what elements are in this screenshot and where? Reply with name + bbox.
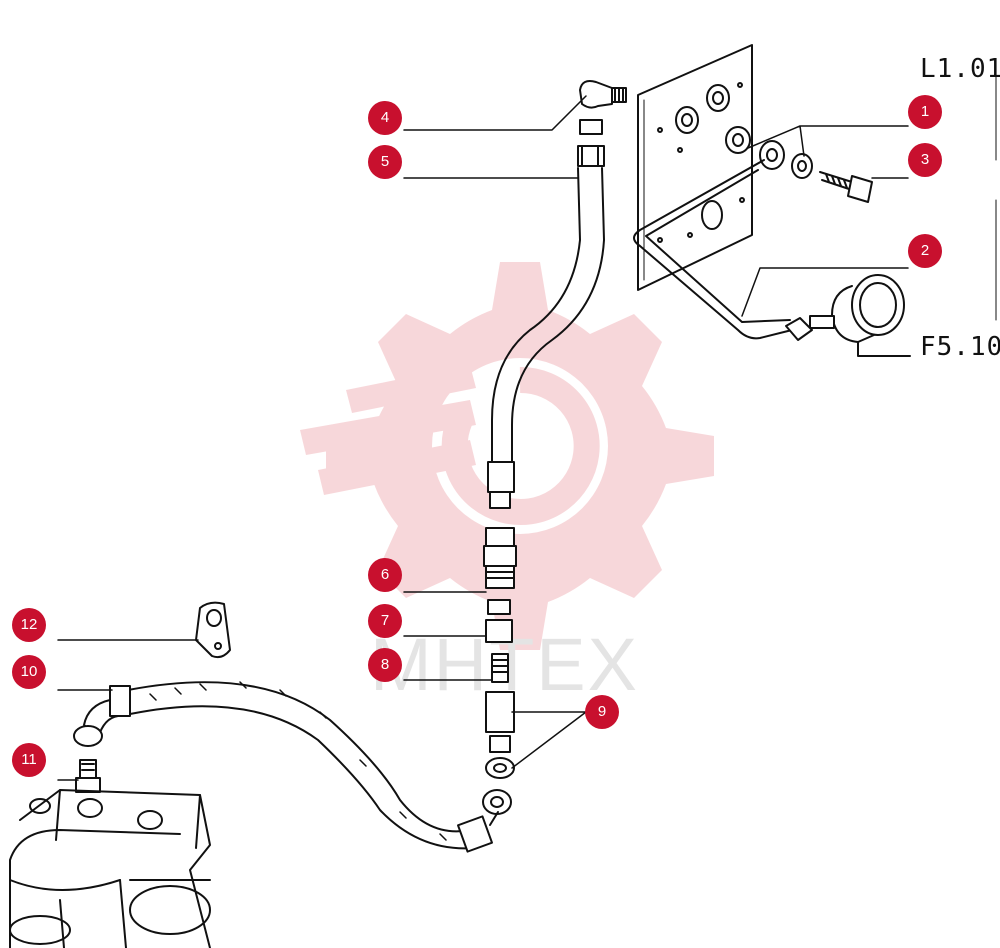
coupling-stack xyxy=(482,527,517,815)
rigid-pipe xyxy=(633,159,793,340)
pressure-gauge xyxy=(785,274,911,357)
callout-4[interactable]: 4 xyxy=(368,101,402,135)
filter-housing xyxy=(9,789,211,948)
flexible-hose-upper xyxy=(487,167,605,509)
callout-12[interactable]: 12 xyxy=(12,608,46,642)
mounting-plate xyxy=(637,44,753,291)
callout-11[interactable]: 11 xyxy=(12,743,46,777)
hose-clip xyxy=(195,601,231,659)
callout-5[interactable]: 5 xyxy=(368,145,402,179)
leader-lines xyxy=(57,95,909,781)
callout-9[interactable]: 9 xyxy=(585,695,619,729)
watermark-speed-lines xyxy=(300,365,476,495)
callout-2[interactable]: 2 xyxy=(908,234,942,268)
union-fitting xyxy=(75,759,101,793)
callout-6[interactable]: 6 xyxy=(368,558,402,592)
callout-3[interactable]: 3 xyxy=(908,143,942,177)
reference-code-top: L1.01 xyxy=(920,54,1000,84)
reference-code-gauge: F5.10 xyxy=(920,332,1000,362)
callout-8[interactable]: 8 xyxy=(368,648,402,682)
banjo-fitting-assembly xyxy=(725,126,873,203)
watermark-gear-logo: МНТЕХ xyxy=(300,262,714,706)
callout-7[interactable]: 7 xyxy=(368,604,402,638)
elbow-fitting xyxy=(577,80,627,167)
callout-1[interactable]: 1 xyxy=(908,95,942,129)
callout-10[interactable]: 10 xyxy=(12,655,46,689)
flexible-hose-lower xyxy=(73,681,499,853)
